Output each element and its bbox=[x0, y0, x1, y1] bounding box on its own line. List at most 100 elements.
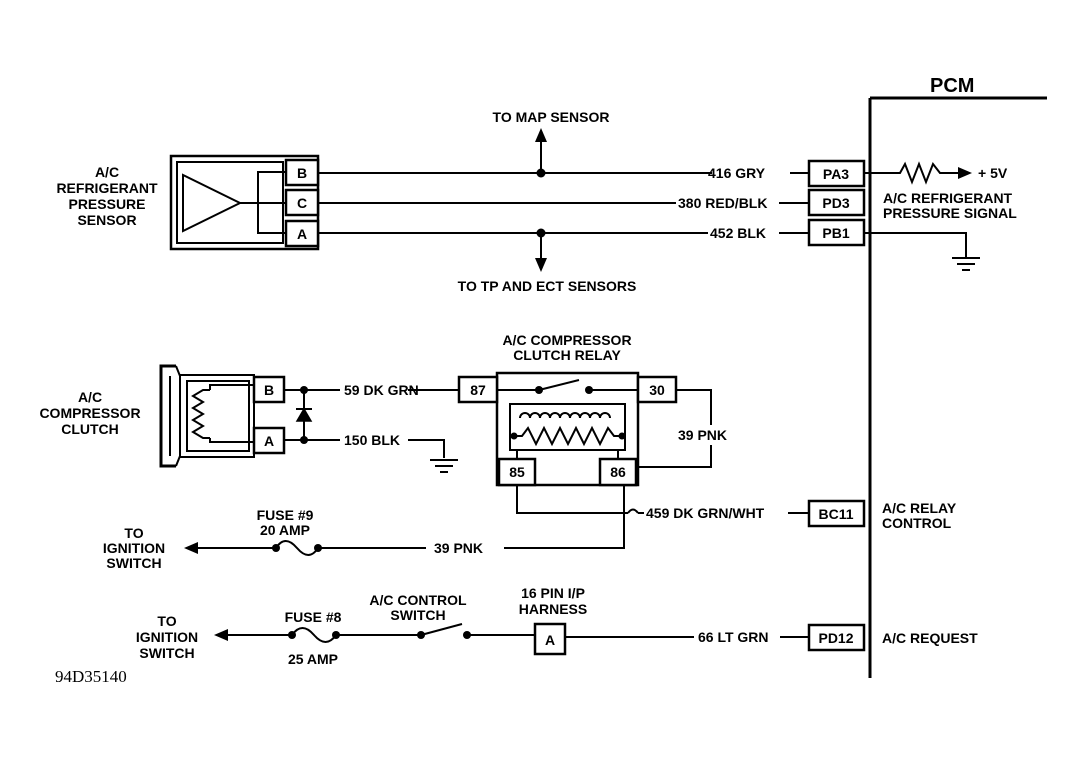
wire-39-relay-label: 39 PNK bbox=[678, 427, 727, 443]
pcm-pin-pb1 bbox=[807, 218, 866, 247]
relay-pin-85 bbox=[497, 457, 537, 487]
relay-pin-85-label: 85 bbox=[509, 464, 525, 480]
wire-459-left bbox=[516, 485, 628, 514]
arrow-down-icon bbox=[535, 258, 547, 272]
sensor-wires: 416 GRY 380 RED/BLK 452 BLK TO MAP SENSO… bbox=[318, 109, 809, 294]
sensor-pin-a-label: A bbox=[297, 226, 307, 242]
relay-label-1: A/C COMPRESSOR bbox=[502, 332, 631, 348]
clutch-label-1: A/C bbox=[78, 389, 102, 405]
relay-pin-86-label: 86 bbox=[610, 464, 626, 480]
pcm-title: PCM bbox=[930, 75, 974, 97]
pcm-outline bbox=[868, 96, 1047, 678]
pcm-pin-pd3 bbox=[807, 188, 866, 217]
wire-459-label: 459 DK GRN/WHT bbox=[646, 505, 765, 521]
wire-416-label: 416 GRY bbox=[708, 165, 766, 181]
wire-452-label: 452 BLK bbox=[710, 225, 766, 241]
fuse9-to-1: TO bbox=[124, 525, 143, 541]
harness-connector bbox=[533, 622, 567, 656]
harness-label-1: 16 PIN I/P bbox=[521, 585, 585, 601]
wire-150 bbox=[284, 439, 445, 458]
fuse9-name: FUSE #9 bbox=[257, 507, 314, 523]
plus-5v-label: + 5V bbox=[978, 165, 1008, 181]
pressure-sensor: A/C REFRIGERANT PRESSURE SENSOR B C A bbox=[56, 154, 320, 251]
to-map-sensor-label: TO MAP SENSOR bbox=[493, 109, 610, 125]
control-switch-label-2: SWITCH bbox=[390, 607, 445, 623]
relay-resistor bbox=[514, 425, 622, 447]
sensor-pin-b-label: B bbox=[297, 165, 307, 181]
fuse8-to-1: TO bbox=[157, 613, 176, 629]
pcm-pin-pa3-label: PA3 bbox=[823, 166, 849, 182]
ground-icon bbox=[430, 459, 458, 473]
relay-pin-87-label: 87 bbox=[470, 382, 486, 398]
relay-coil-frame bbox=[509, 403, 626, 451]
fuse-9: FUSE #9 20 AMP TO IGNITION SWITCH bbox=[103, 507, 426, 571]
clutch-pin-a-label: A bbox=[264, 433, 274, 449]
pressure-sensor-label-2: REFRIGERANT bbox=[56, 180, 158, 196]
wire-39-bottom-label: 39 PNK bbox=[434, 540, 483, 556]
pressure-signal-label-2: PRESSURE SIGNAL bbox=[883, 205, 1017, 221]
wire-39-fuse9 bbox=[504, 485, 625, 549]
clutch-coil bbox=[191, 389, 210, 439]
clutch-inner-housing bbox=[186, 380, 250, 452]
amplifier-symbol bbox=[182, 173, 243, 233]
pressure-sensor-label-4: SENSOR bbox=[77, 212, 136, 228]
pcm-pin-pb1-label: PB1 bbox=[822, 225, 849, 241]
pcm-pin-pd12-label: PD12 bbox=[818, 630, 853, 646]
clutch-pin-b-label: B bbox=[264, 382, 274, 398]
harness-label-2: HARNESS bbox=[519, 601, 587, 617]
relay-pin-86 bbox=[598, 457, 638, 487]
relay-control-label-1: A/C RELAY bbox=[882, 500, 957, 516]
pcm-pin-pd12 bbox=[807, 623, 866, 652]
relay-control-label-2: CONTROL bbox=[882, 515, 952, 531]
clutch-relay: A/C COMPRESSOR CLUTCH RELAY 87 30 85 86 … bbox=[434, 332, 809, 556]
ground-icon bbox=[952, 257, 980, 271]
pressure-signal-label-1: A/C REFRIGERANT bbox=[883, 190, 1013, 206]
clutch-pin-b bbox=[252, 375, 286, 404]
relay-coil-node bbox=[510, 432, 518, 440]
clutch-label-3: CLUTCH bbox=[61, 421, 119, 437]
clutch-housing bbox=[179, 374, 255, 458]
fuse8-name: FUSE #8 bbox=[285, 609, 342, 625]
fuse-icon bbox=[275, 540, 319, 556]
wire-150-label: 150 BLK bbox=[344, 432, 400, 448]
relay-coil bbox=[519, 412, 611, 419]
relay-contact-dot bbox=[535, 386, 543, 394]
pressure-sensor-label-1: A/C bbox=[95, 164, 119, 180]
arrow-left-icon bbox=[214, 629, 228, 641]
clutch-wiring: 59 DK GRN 150 BLK bbox=[284, 382, 459, 473]
pb1-ground-wire bbox=[864, 232, 967, 258]
relay-contact bbox=[497, 379, 638, 391]
pullup-resistor bbox=[864, 161, 958, 185]
fuse9-rating: 20 AMP bbox=[260, 522, 310, 538]
to-tp-ect-label: TO TP AND ECT SENSORS bbox=[458, 278, 637, 294]
fuse8-to-3: SWITCH bbox=[139, 645, 194, 661]
pcm-module: PCM PA3 PD3 PB1 BC11 PD12 + 5V A/C REFRI… bbox=[807, 75, 1047, 678]
arrow-right-icon bbox=[958, 167, 972, 179]
arrow-left-icon bbox=[184, 542, 198, 554]
compressor-clutch: A/C COMPRESSOR CLUTCH B A bbox=[39, 364, 286, 468]
control-switch-label-1: A/C CONTROL bbox=[369, 592, 467, 608]
fuse8-rating: 25 AMP bbox=[288, 651, 338, 667]
clutch-label-2: COMPRESSOR bbox=[39, 405, 140, 421]
pcm-pin-bc11-label: BC11 bbox=[818, 506, 853, 522]
fuse9-to-3: SWITCH bbox=[106, 555, 161, 571]
fuse8-to-2: IGNITION bbox=[136, 629, 198, 645]
wire-crossover bbox=[627, 508, 644, 514]
figure-id: 94D35140 bbox=[55, 667, 127, 686]
relay-pin-30-label: 30 bbox=[649, 382, 665, 398]
sensor-pin-a bbox=[284, 219, 320, 248]
clutch-pin-a bbox=[252, 426, 286, 455]
wire-66-label: 66 LT GRN bbox=[698, 629, 769, 645]
control-switch-blade bbox=[420, 623, 463, 636]
clutch-coil-leads bbox=[209, 384, 254, 443]
clutch-outer-bracket bbox=[159, 364, 176, 468]
harness-pin-label: A bbox=[545, 632, 555, 648]
ac-request-label: A/C REQUEST bbox=[882, 630, 978, 646]
relay-coil-node bbox=[618, 432, 626, 440]
pcm-pin-pd3-label: PD3 bbox=[822, 195, 849, 211]
sensor-pin-c-label: C bbox=[297, 195, 307, 211]
sensor-internal-wires bbox=[240, 171, 286, 234]
wire-39-relay-loop bbox=[636, 389, 712, 468]
arrow-up-icon bbox=[535, 128, 547, 142]
